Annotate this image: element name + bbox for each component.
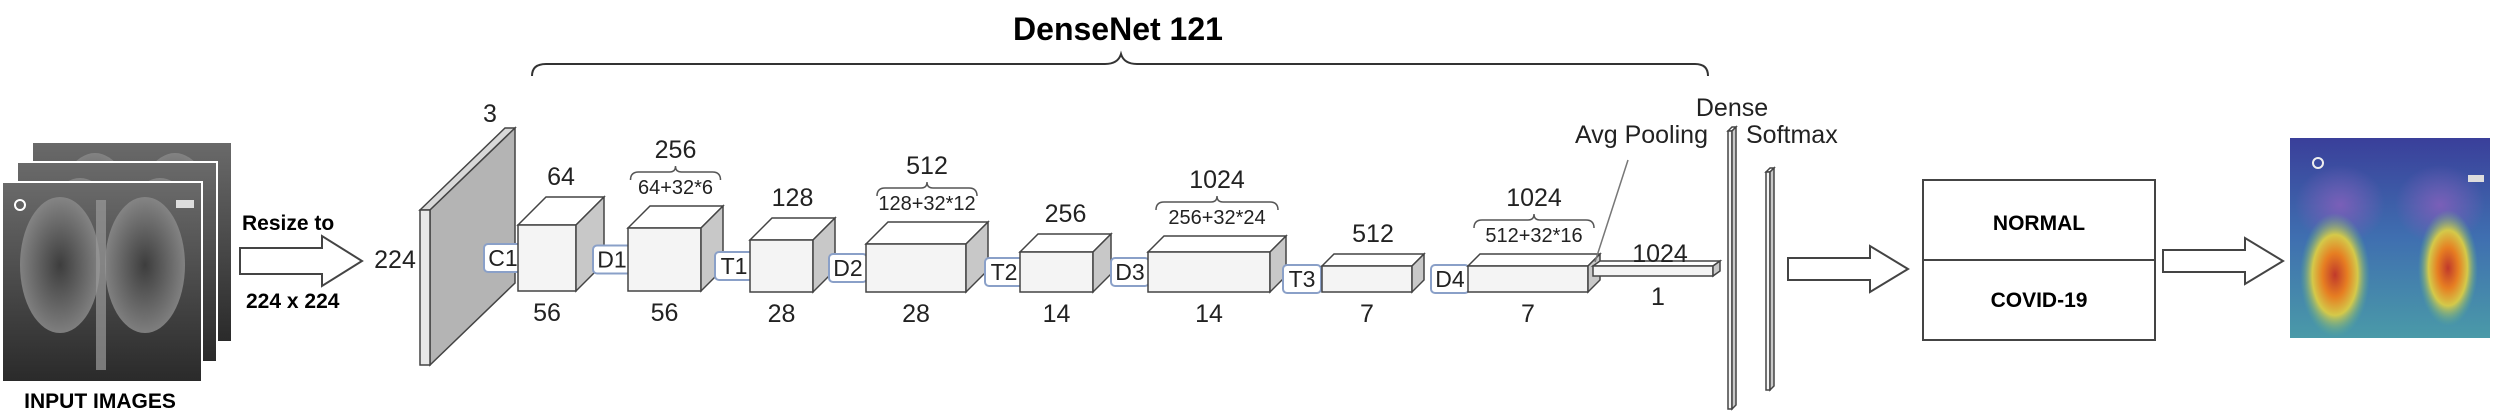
block-front-d3: [1147, 251, 1271, 293]
connector-label-t2: T2: [991, 259, 1018, 285]
resize-arrow: [239, 234, 364, 288]
block-size-t3: 7: [1360, 300, 1374, 328]
connector-label-t3: T3: [1289, 266, 1316, 292]
block-brace-d3: [1155, 195, 1279, 211]
block-size-t1: 28: [768, 300, 796, 328]
xray-image-front: [1, 181, 203, 383]
block-channels-d2: 512: [906, 152, 948, 180]
gradcam-heatmap-image: [2290, 138, 2490, 338]
block-formula-d2: 128+32*12: [878, 193, 975, 215]
block-front-t1: [749, 239, 814, 293]
dense-label: Dense: [1696, 94, 1768, 122]
connector-label-t1: T1: [721, 253, 748, 279]
block-front-d4: [1467, 265, 1589, 293]
classes-to-heatmap-arrow: [2162, 236, 2285, 286]
connector-label-d1: D1: [597, 247, 626, 273]
block-top-d4: [1466, 253, 1602, 267]
avg-pooling-pointer: [1594, 159, 1629, 263]
input-image-stack: [1, 141, 233, 383]
block-channels-t3: 512: [1352, 220, 1394, 248]
block-formula-d1: 64+32*6: [638, 177, 713, 199]
blocks-layer: C1 64 56 D1 64+32*6 256 56 T1 128 28 D2 128+32*12 51…: [483, 136, 1602, 328]
connector-label-d2: D2: [833, 255, 862, 281]
block-top-d3: [1146, 235, 1288, 253]
avg-pooling-label: Avg Pooling: [1575, 121, 1708, 149]
block-channels-d4: 1024: [1506, 184, 1562, 212]
resize-label-line2: 224 x 224: [246, 290, 340, 313]
block-channels-t1: 128: [772, 184, 814, 212]
block-brace-d4: [1473, 213, 1595, 229]
input-depth-label: 3: [483, 100, 497, 128]
block-size-d4: 7: [1521, 300, 1535, 328]
avg-pooling-bar: [1590, 259, 1723, 278]
block-channels-t2: 256: [1045, 200, 1087, 228]
block-front-c1: [517, 224, 577, 292]
input-side-label: 224: [374, 246, 416, 274]
block-front-d1: [627, 227, 702, 292]
class-normal: NORMAL: [1993, 212, 2085, 235]
softmax-to-classes-arrow: [1787, 244, 1910, 294]
block-size-t2: 14: [1043, 300, 1071, 328]
connector-label-c1: C1: [488, 245, 517, 271]
avg-pooling-size: 1: [1651, 283, 1665, 311]
block-front-t2: [1019, 251, 1094, 293]
block-top-t3: [1320, 253, 1426, 267]
block-channels-d3: 1024: [1189, 166, 1245, 194]
diagram-title: DenseNet 121: [1013, 11, 1223, 47]
densenet-brace: [531, 50, 1709, 77]
block-brace-d1: [629, 165, 722, 181]
block-size-c1: 56: [533, 299, 561, 327]
connector-label-d3: D3: [1115, 259, 1144, 285]
avg-pooling-channels: 1024: [1632, 240, 1688, 268]
dense-layer-bar: [1726, 125, 1738, 411]
resize-label-line1: Resize to: [242, 212, 334, 235]
block-brace-d2: [876, 181, 978, 197]
block-formula-d4: 512+32*16: [1485, 225, 1582, 247]
input-images-caption: INPUT IMAGES: [24, 390, 176, 413]
connector-t3: [1282, 264, 1322, 294]
block-size-d3: 14: [1195, 300, 1223, 328]
softmax-label: Softmax: [1746, 121, 1838, 149]
block-side-t3: [1411, 252, 1425, 294]
class-output-box: [1922, 179, 2156, 341]
block-size-d2: 28: [902, 300, 930, 328]
block-front-t3: [1321, 265, 1413, 293]
block-formula-d3: 256+32*24: [1168, 207, 1265, 229]
block-front-d2: [865, 243, 967, 293]
block-channels-d1: 256: [655, 136, 697, 164]
input-layer-plane: [418, 126, 517, 367]
block-channels-c1: 64: [547, 163, 575, 191]
class-covid19: COVID-19: [1991, 289, 2088, 312]
softmax-layer-bar: [1764, 166, 1776, 392]
connector-label-d4: D4: [1435, 266, 1465, 292]
block-size-d1: 56: [651, 299, 679, 327]
